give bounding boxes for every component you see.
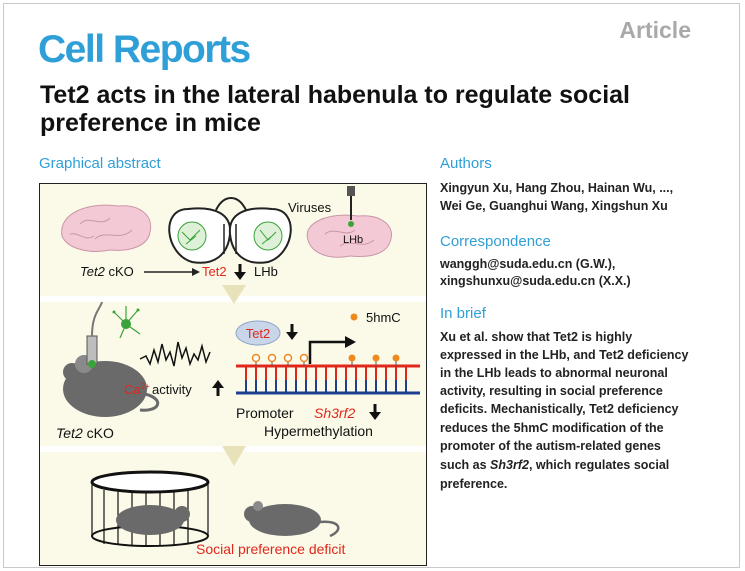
in-brief-line: deficits. Mechanistically, Tet2 deficien… (440, 402, 679, 416)
hmc-legend-label: 5hmC (366, 310, 401, 325)
ca-activity-label: activity (152, 382, 192, 397)
flow-chevron-1 (222, 285, 246, 304)
brain-icon-right (306, 186, 392, 258)
brain-icon-left (61, 204, 152, 252)
calcium-activity-trace (139, 341, 211, 367)
in-brief-line: reduces the 5hmC modification of the (440, 421, 664, 435)
correspondence-line-1[interactable]: wanggh@suda.edu.cn (G.W.), (440, 257, 616, 271)
journal-logo: Cell Reports (38, 28, 251, 71)
social-deficit-label: Social preference deficit (196, 541, 346, 557)
viruses-label: Viruses (288, 200, 332, 215)
hmc-legend-dot (350, 313, 358, 321)
down-arrow-oval (286, 324, 298, 340)
lhb-side-label: LHb (254, 264, 278, 279)
mouse-icon-bottom (244, 501, 340, 538)
page-frame (3, 3, 740, 568)
down-arrow-sh3rf2 (369, 404, 381, 420)
dna-double-strand (236, 353, 420, 395)
cage-icon (90, 470, 210, 547)
correspondence-line-2[interactable]: xingshunxu@suda.edu.cn (X.X.) (440, 274, 631, 288)
authors-line-1: Xingyun Xu, Hang Zhou, Hainan Wu, ..., (440, 181, 674, 195)
hypermethylation-label: Hypermethylation (264, 423, 373, 439)
transcription-start-arrow (308, 340, 345, 364)
in-brief-heading: In brief (440, 305, 486, 322)
article-title: Tet2 acts in the lateral habenula to reg… (40, 81, 630, 137)
tet2-cko-top-label: Tet2 cKO (80, 264, 134, 279)
correspondence-heading: Correspondence (440, 233, 551, 250)
promoter-label: Promoter (236, 405, 294, 421)
in-brief-line: expressed in the LHb, and Tet2 deficienc… (440, 348, 689, 362)
in-brief-line: in the LHb leads to abnormal neuronal (440, 366, 668, 380)
graphical-abstract-figure: Viruses LHb Tet2 cKO Tet2 LHb (39, 183, 427, 566)
in-brief-prefix: such as (440, 458, 491, 472)
up-arrow-activity (212, 380, 224, 396)
down-arrow-tet2 (234, 264, 246, 280)
in-brief-line: activity, resulting in social preference (440, 384, 663, 398)
in-brief-gene: Sh3rf2 (490, 458, 529, 472)
lhb-brain-label: LHb (343, 234, 363, 246)
tet2-oval (235, 320, 281, 346)
article-type-label: Article (619, 17, 691, 43)
authors-line-2: Wei Ge, Guanghui Wang, Xingshun Xu (440, 199, 668, 213)
tet2-red-label: Tet2 (202, 264, 227, 279)
tet2-cko-bottom-label: Tet2 cKO (56, 425, 114, 441)
flow-chevron-2 (222, 446, 246, 466)
graphical-abstract-heading: Graphical abstract (39, 155, 161, 172)
in-brief-line: such as Sh3rf2, which regulates social (440, 456, 669, 474)
sh3rf2-label: Sh3rf2 (314, 405, 355, 421)
in-brief-line: promoter of the autism-related genes (440, 439, 661, 453)
tet2-oval-label: Tet2 (246, 326, 271, 341)
in-brief-line: Xu et al. show that Tet2 is highly (440, 330, 633, 344)
mouse-fiber-icon (63, 301, 159, 417)
authors-heading: Authors (440, 155, 492, 172)
in-brief-line: preference. (440, 477, 508, 491)
neuron-icon (112, 306, 141, 339)
in-brief-suffix: , which regulates social (528, 458, 670, 472)
coronal-section-icon (168, 197, 292, 264)
